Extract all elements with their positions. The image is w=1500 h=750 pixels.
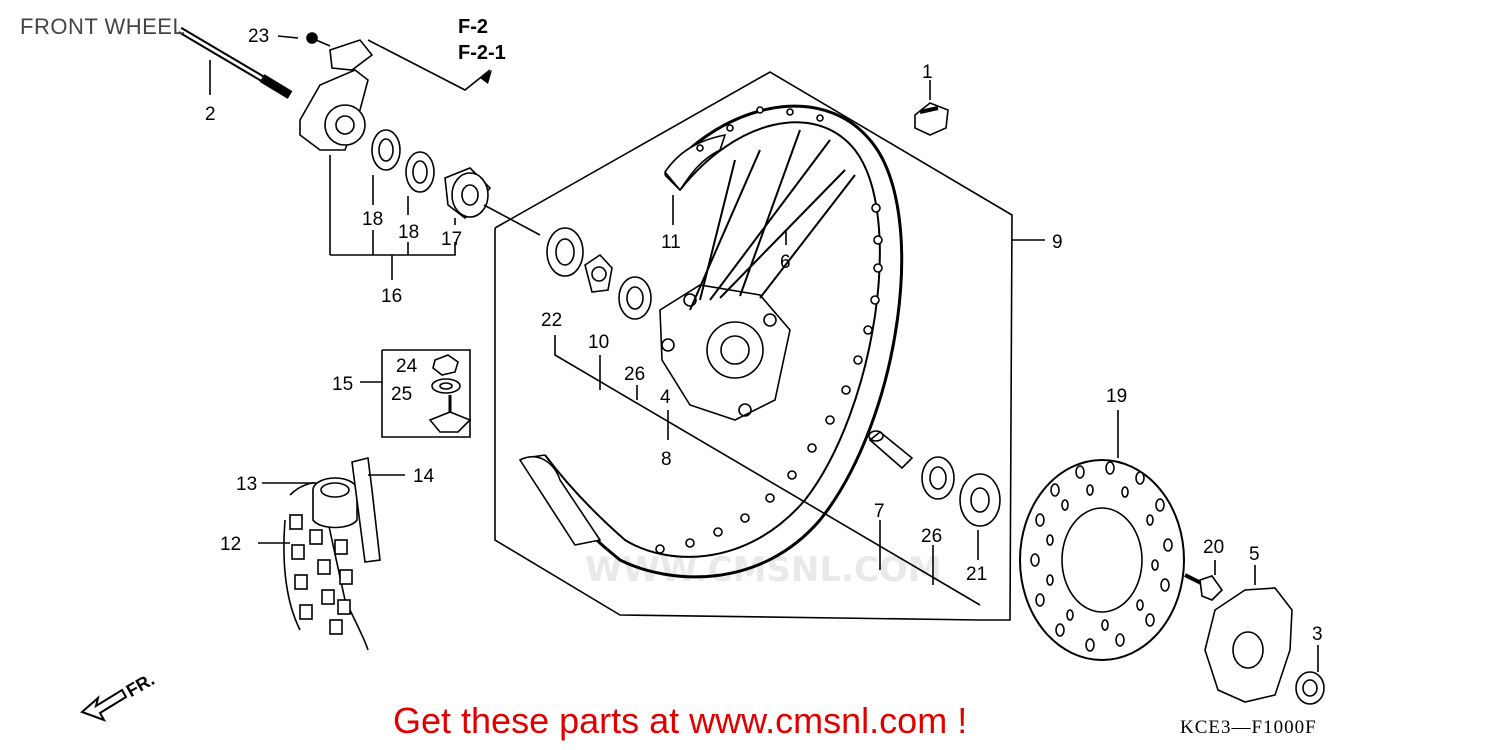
part-label-18b: 18 (398, 222, 419, 243)
wheel-hub (659, 284, 791, 421)
part-label-10: 10 (588, 332, 609, 353)
part-label-21: 21 (966, 564, 987, 585)
side-collar (1295, 671, 1325, 705)
rim-band (351, 457, 381, 563)
ref-arrow-icon (480, 70, 492, 84)
washer-25 (431, 378, 461, 394)
part-label-13: 13 (236, 474, 257, 495)
part-label-6: 6 (780, 252, 791, 273)
dust-seal-21 (959, 473, 1001, 527)
assembly-box (494, 71, 1013, 621)
spokes (689, 129, 856, 311)
bearing-26-upper (618, 276, 652, 320)
ref-label-f2: F-2 (458, 16, 488, 38)
part-label-26a: 26 (624, 364, 645, 385)
part-label-11: 11 (661, 232, 681, 253)
nut-24 (432, 354, 459, 376)
inner-tube (312, 477, 358, 529)
part-label-2: 2 (205, 104, 216, 125)
distance-collar (868, 430, 914, 470)
part-label-23: 23 (248, 26, 269, 47)
tire (283, 482, 369, 651)
axle-part (178, 26, 293, 99)
part-label-1: 1 (922, 62, 933, 83)
hardware-box (381, 349, 471, 438)
dust-seals (371, 129, 435, 193)
bearing-26-lower (921, 456, 955, 500)
page-title: FRONT WHEEL (20, 14, 186, 39)
part-label-24: 24 (396, 356, 418, 377)
ref-label-f2-1: F-2-1 (458, 42, 506, 64)
part-label-26b: 26 (921, 526, 942, 547)
rim-lock (428, 395, 472, 433)
part-label-7: 7 (874, 501, 885, 522)
part-label-25: 25 (391, 384, 412, 405)
part-label-3: 3 (1312, 624, 1323, 645)
part-label-15: 15 (332, 374, 353, 395)
part-label-12: 12 (220, 534, 241, 555)
part-label-19: 19 (1106, 386, 1127, 407)
part-label-4: 4 (660, 387, 671, 408)
part-label-22: 22 (541, 310, 562, 331)
part-label-14: 14 (413, 466, 435, 487)
wheel-rim (518, 104, 904, 579)
part-label-17: 17 (441, 229, 462, 250)
brake-disc (1019, 459, 1185, 661)
speedo-gear (444, 167, 492, 220)
cta-link-text[interactable]: Get these parts at www.cmsnl.com ! (393, 700, 968, 741)
part-label-20: 20 (1203, 537, 1224, 558)
part-label-18a: 18 (362, 209, 383, 230)
spacer-plate (584, 253, 613, 293)
diagram-code: KCE3—F1000F (1180, 717, 1317, 738)
part-label-9: 9 (1052, 232, 1063, 253)
part-label-16: 16 (381, 286, 402, 307)
rim-lock-nut (914, 102, 949, 136)
part-label-5: 5 (1249, 544, 1260, 565)
brake-hub-plate (1204, 587, 1293, 703)
speedometer-gearbox (299, 32, 374, 151)
front-direction-arrow (80, 688, 128, 722)
part-label-8: 8 (661, 449, 672, 470)
disc-bolt (1184, 573, 1224, 601)
part-labels: 1 2 3 4 5 6 7 8 9 10 11 12 13 14 15 16 1… (205, 26, 1323, 645)
bearing-22 (546, 227, 584, 277)
